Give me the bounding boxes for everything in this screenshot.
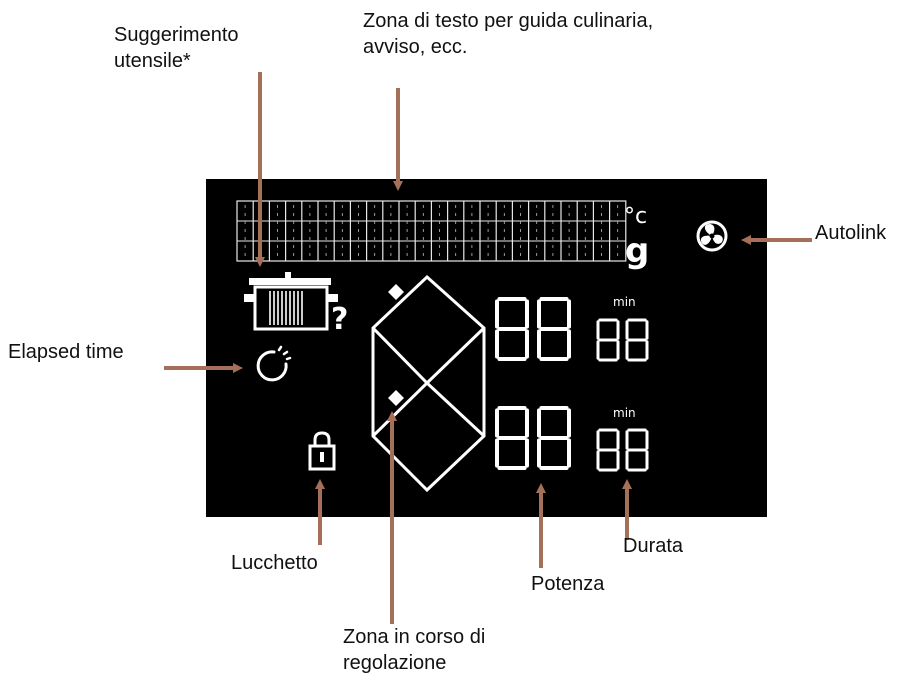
power-label: Potenza xyxy=(531,573,605,595)
pot-icon xyxy=(244,272,338,331)
zone-diamond-icon xyxy=(388,284,404,300)
text-zone-label: Zona di testo per guida culinaria, avvis… xyxy=(363,10,654,58)
display-panel xyxy=(206,179,767,517)
min-label-bottom: min xyxy=(613,406,636,420)
zone-diamond-icon xyxy=(388,390,404,406)
autolink-label: Autolink xyxy=(815,222,887,244)
padlock-icon xyxy=(308,431,336,471)
duration-label: Durata xyxy=(623,535,684,557)
min-label-top: min xyxy=(613,295,636,309)
timer-icon xyxy=(256,345,292,382)
elapsed-time-label: Elapsed time xyxy=(8,341,124,363)
lock-label: Lucchetto xyxy=(231,552,318,574)
power-display-top xyxy=(495,297,571,361)
grams-unit: g xyxy=(625,231,649,271)
zone-indicator xyxy=(371,274,486,493)
utensil-hint-label: Suggerimento utensile* xyxy=(114,24,239,72)
question-mark-icon: ? xyxy=(331,302,348,337)
duration-display-bottom xyxy=(596,428,649,472)
fan-icon xyxy=(696,220,728,252)
duration-display-top xyxy=(596,318,649,362)
power-display-bottom xyxy=(495,406,571,470)
text-matrix-zone xyxy=(236,200,627,262)
celsius-unit: °c xyxy=(624,204,647,229)
zone-adjusting-label: Zona in corso di regolazione xyxy=(343,626,486,674)
